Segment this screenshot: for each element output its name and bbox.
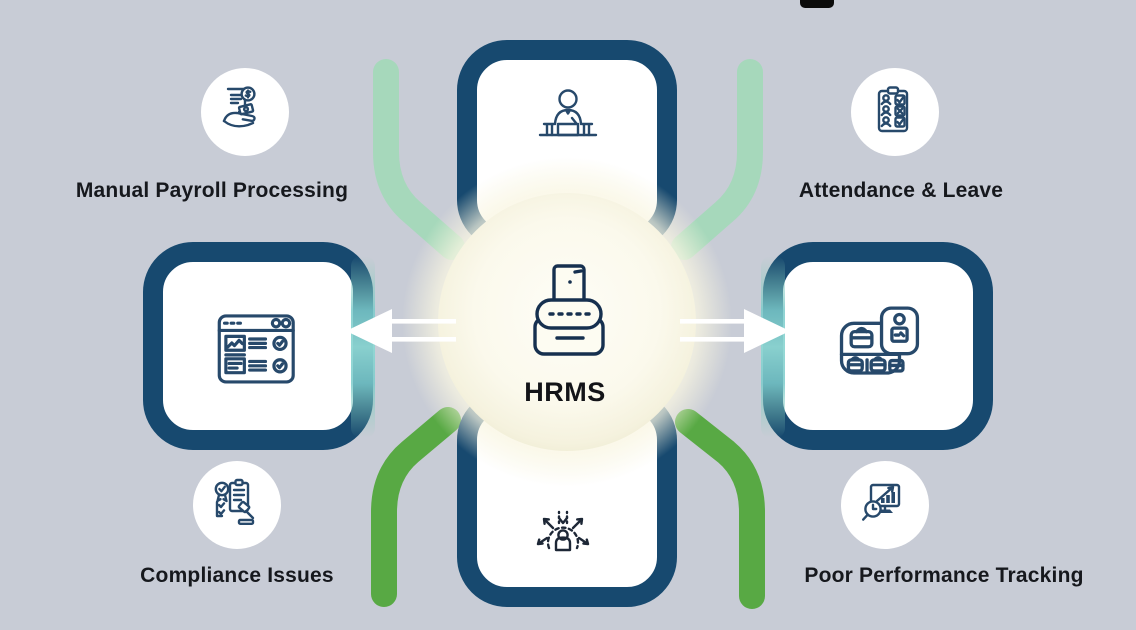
payroll-badge <box>201 68 289 156</box>
hr-records-icon <box>217 314 295 384</box>
card-right <box>761 242 993 450</box>
arrow-to-left-card <box>346 309 456 353</box>
label-compliance-issues: Compliance Issues <box>140 564 334 587</box>
connector-bottom-right <box>675 409 765 609</box>
compliance-badge <box>193 461 281 549</box>
teal-glow-left-card <box>351 256 375 438</box>
label-poor-performance-tracking: Poor Performance Tracking <box>804 564 1084 587</box>
hr-at-desk-icon <box>538 89 598 137</box>
attendance-badge <box>851 68 939 156</box>
label-attendance-and-leave: Attendance & Leave <box>798 179 1004 202</box>
hrms-device-icon <box>533 264 605 356</box>
performance-badge <box>841 461 929 549</box>
top-edge-notch <box>800 0 834 8</box>
arrow-to-right-card <box>680 309 790 353</box>
connector-top-right <box>671 59 763 260</box>
card-left <box>143 242 375 450</box>
payroll-hand-icon <box>222 86 256 128</box>
performance-monitor-icon <box>862 483 901 521</box>
attendance-clipboard-icon <box>877 86 909 133</box>
connector-top-left <box>373 59 465 260</box>
compliance-gavel-icon <box>214 478 255 525</box>
label-manual-payroll-processing: Manual Payroll Processing <box>75 179 349 202</box>
connector-bottom-left <box>371 407 461 607</box>
teal-glow-right-card <box>761 256 785 438</box>
employee-growth-icon <box>536 510 590 552</box>
employee-directory-icon <box>839 306 920 375</box>
center-hub-label: HRMS <box>524 377 606 407</box>
